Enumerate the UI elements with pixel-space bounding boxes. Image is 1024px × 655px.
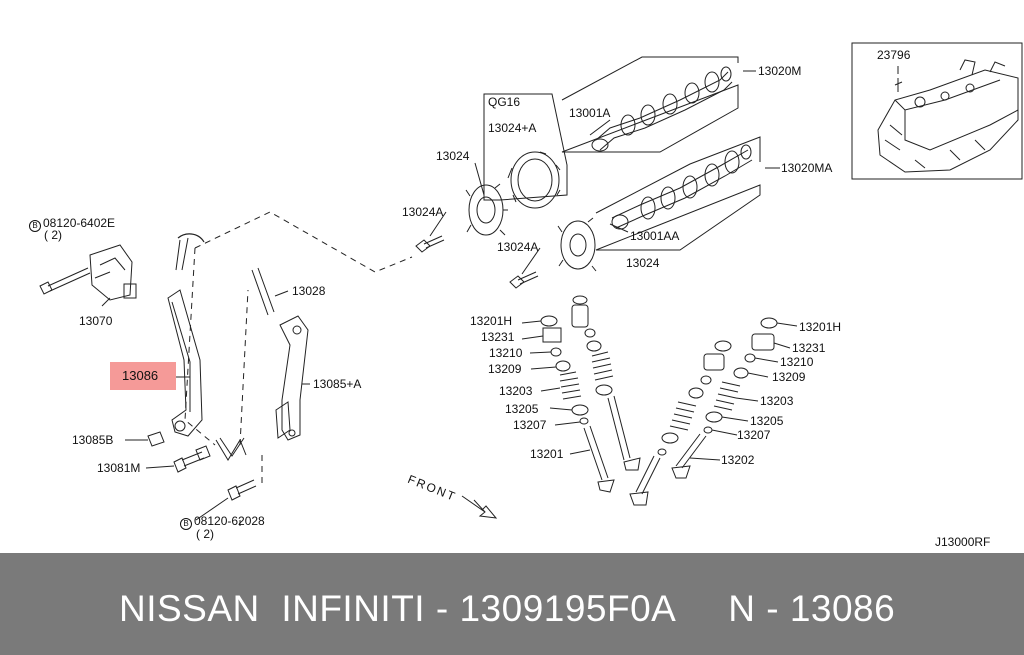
label-13024a-2: 13024A (497, 240, 539, 254)
tensioner-13070 (89, 244, 137, 301)
engine-inset-frame (851, 42, 1023, 180)
part-number-caption: NISSAN INFINITI - 1309195F0A N - 13086 (119, 588, 896, 629)
chain-guide-dashed (194, 211, 413, 273)
bolt-08120-62028 (227, 479, 257, 501)
label-13024-plus-a: 13024+A (488, 121, 537, 135)
label-13001aa: 13001AA (630, 229, 680, 243)
label-13086: 13086 (122, 368, 159, 383)
label-13001a: 13001A (569, 106, 611, 120)
label-13209-right: 13209 (772, 370, 806, 384)
label-13024a-1: 13024A (402, 205, 444, 219)
label-13207-left: 13207 (513, 418, 547, 432)
label-13024-bottom: 13024 (626, 256, 660, 270)
valve-train-left (540, 295, 641, 493)
label-13201: 13201 (530, 447, 564, 461)
bolt-b-icon: B (29, 220, 41, 232)
bolt-08120-6402e (39, 267, 91, 295)
camshaft-lower (611, 144, 753, 230)
label-13028: 13028 (292, 284, 326, 298)
label-13020ma: 13020MA (781, 161, 833, 175)
label-13203-left: 13203 (499, 384, 533, 398)
label-13024-top: 13024 (436, 149, 470, 163)
highlight-13086 (110, 362, 176, 390)
label-13209-left: 13209 (488, 362, 522, 376)
parts-diagram: 23796 13020M QG16 13024+A 13001A 13024 1… (29, 42, 1023, 549)
label-13201h-left: 13201H (470, 314, 513, 328)
footer-bar (0, 553, 1024, 655)
diagram-drawing (39, 42, 1023, 530)
slack-guide-13086 (167, 289, 203, 437)
label-13210-left: 13210 (489, 346, 523, 360)
label-qty-bottom: ( 2) (196, 527, 214, 541)
chain-segment-upper (175, 237, 189, 271)
pin-13085b (147, 431, 165, 447)
camshaft-box-lower (595, 136, 761, 251)
label-08120-6402e-text: 08120-6402E (43, 216, 116, 230)
front-arrow-icon (461, 495, 498, 519)
label-08120-62028-text: 08120-62028 (194, 514, 265, 528)
engine-illustration (877, 59, 1019, 173)
sprocket-13024-plus-a (507, 151, 561, 209)
label-13203-right: 13203 (760, 394, 794, 408)
label-13085b: 13085B (72, 433, 114, 447)
camshaft-upper (591, 66, 733, 152)
bolt-b-icon: B (180, 518, 192, 530)
valve-train-right (629, 317, 778, 506)
label-13207-right: 13207 (737, 428, 771, 442)
label-13210-right: 13210 (780, 355, 814, 369)
label-13201h-right: 13201H (799, 320, 842, 334)
bolt-13024a-1 (415, 235, 445, 253)
label-13081m: 13081M (97, 461, 141, 475)
camshaft-box-upper (561, 56, 739, 153)
label-13020m: 13020M (758, 64, 802, 78)
sprocket-13024-top (465, 183, 508, 236)
bolt-13081m (173, 445, 211, 473)
tension-guide-13085 (275, 315, 309, 441)
label-qg16: QG16 (488, 95, 521, 109)
bolt-13024a-2 (509, 271, 539, 289)
label-13205-right: 13205 (750, 414, 784, 428)
chain-segment-13028 (251, 267, 275, 316)
diagram-code: J13000RF (935, 535, 991, 549)
label-qty-top: ( 2) (44, 228, 62, 242)
label-13205-left: 13205 (505, 402, 539, 416)
sprocket-13024-bottom (557, 217, 597, 272)
label-13231-right: 13231 (792, 341, 826, 355)
label-13202: 13202 (721, 453, 755, 467)
label-23796: 23796 (877, 48, 911, 62)
label-13085-plus-a: 13085+A (313, 377, 362, 391)
label-13231-left: 13231 (481, 330, 515, 344)
qg16-box (483, 93, 568, 201)
label-13070: 13070 (79, 314, 113, 328)
